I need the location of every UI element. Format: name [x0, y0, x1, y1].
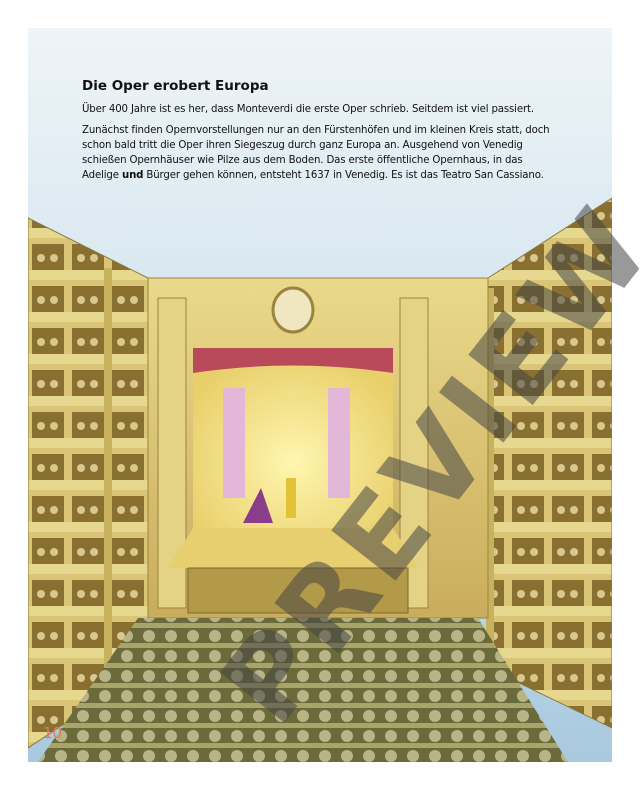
- body-text-1: Zunächst finden Opernvorstellungen nur a…: [82, 125, 550, 181]
- body-text-bold: und: [121, 170, 144, 181]
- body-text-2: Bürger gehen können, entsteht 1637 in Ve…: [143, 170, 544, 181]
- article-title: Die Oper erobert Europa: [82, 78, 269, 94]
- page-number: 10: [43, 724, 63, 742]
- article-intro: Über 400 Jahre ist es her, dass Montever…: [82, 104, 534, 115]
- article: Die Oper erobert Europa Über 400 Jahre i…: [82, 78, 562, 189]
- opera-house-illustration: [28, 28, 612, 762]
- article-body: Zunächst finden Opernvorstellungen nur a…: [82, 123, 562, 183]
